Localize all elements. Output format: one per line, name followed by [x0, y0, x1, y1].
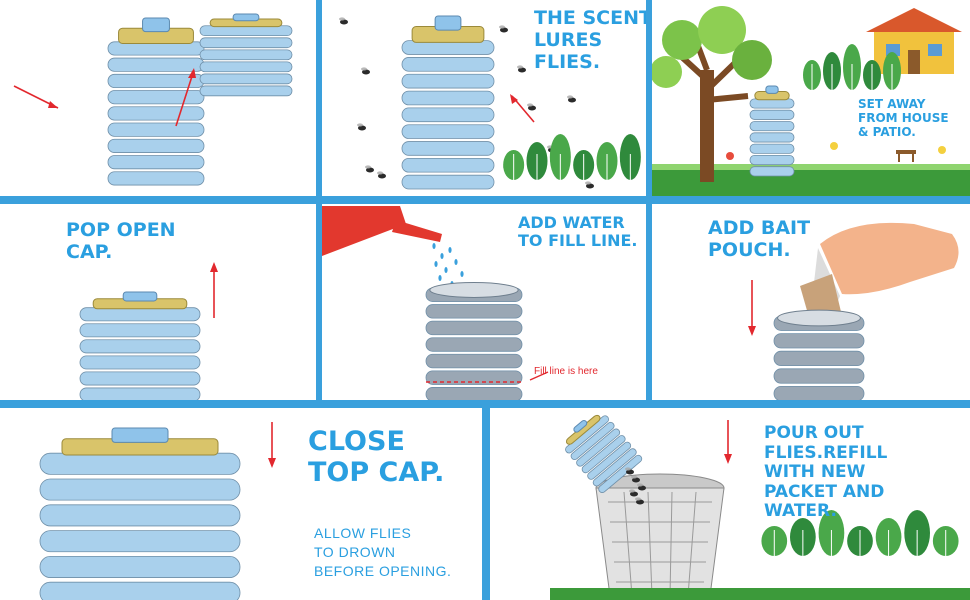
caption-pour-out-line: FLIES.REFILL	[764, 442, 888, 463]
arrow-icon	[175, 69, 195, 127]
tree-icon	[652, 6, 772, 182]
arrow-head-icon	[210, 262, 218, 272]
caption-add-water-line: ADD WATER	[518, 213, 625, 232]
bench-icon	[896, 150, 916, 162]
caption-close-cap-line: CLOSE	[308, 426, 405, 457]
caption-set-away-line: FROM HOUSE	[858, 110, 949, 125]
tree-row	[761, 510, 959, 564]
caption-pour-out-line: WITH NEW	[764, 462, 866, 483]
caption-scent-lures-line: LURES	[534, 28, 603, 51]
trash-can-icon	[595, 473, 725, 597]
trap-icon	[401, 15, 495, 190]
arrow-head-icon	[188, 68, 196, 78]
house-icon	[866, 8, 962, 74]
caption-add-bait-line: ADD BAIT	[708, 217, 811, 239]
arrow-head-icon	[724, 454, 732, 464]
close-cap-illustration	[39, 422, 276, 600]
caption-pop-open-cap-line: CAP.	[66, 240, 113, 263]
arrow-head-icon	[748, 326, 756, 336]
note-close-cap-line: BEFORE OPENING.	[314, 562, 452, 579]
caption-scent-lures-line: THE SCENT	[534, 7, 646, 29]
caption-pour-out-line: WATER.	[764, 501, 837, 522]
scent-lures-illustration	[339, 15, 641, 190]
arrow-icon	[529, 371, 549, 381]
arrow-head-icon	[510, 94, 518, 104]
caption-set-away-line: SET AWAY	[858, 97, 926, 111]
caption-pour-out-line: PACKET AND	[764, 481, 885, 502]
add-water-illustration	[322, 206, 549, 400]
caption-close-cap-line: TOP CAP.	[308, 457, 445, 489]
trap-icon	[773, 309, 865, 400]
trap-icon	[199, 13, 293, 97]
pour-out-illustration	[550, 414, 970, 600]
note-close-cap: ALLOW FLIES TO DROWN BEFORE OPENING.	[314, 524, 451, 581]
trap-icon	[39, 427, 241, 600]
caption-scent-lures-line: FLIES.	[534, 50, 601, 73]
set-away-illustration	[652, 6, 970, 196]
trap-icon	[79, 291, 201, 400]
caption-set-away-line: & PATIO.	[858, 124, 916, 139]
trap-icon	[425, 282, 523, 400]
caption-add-bait-line: POUCH.	[708, 238, 791, 261]
caption-add-water-line: TO FILL LINE.	[518, 231, 638, 251]
grass-bed	[550, 588, 970, 600]
grass-highlight	[652, 164, 970, 170]
flies-pouring	[625, 467, 646, 505]
tree-row	[803, 44, 901, 98]
grass-bed	[652, 168, 970, 196]
arrow-head-icon	[268, 458, 276, 468]
tree-row	[503, 134, 641, 188]
add-bait-illustration	[748, 222, 959, 400]
trap-icon	[107, 17, 205, 186]
trap-icon	[749, 85, 795, 177]
flower-icon	[726, 152, 734, 160]
watering-can-icon	[322, 206, 442, 256]
pop-open-cap-illustration	[79, 262, 218, 400]
flower-icon	[938, 146, 946, 154]
trap-components-illustration	[13, 13, 293, 186]
arrow-head-icon	[48, 101, 58, 108]
note-close-cap-line: ALLOW FLIES	[314, 525, 412, 541]
trap-icon	[565, 414, 643, 493]
note-close-cap-line: TO DROWN	[314, 543, 396, 560]
panel-trap-components	[0, 0, 316, 196]
caption-pour-out-line: POUR OUT	[764, 423, 864, 443]
fill-line-label: Fill line is here	[534, 366, 598, 377]
caption-pop-open-cap-line: POP OPEN	[66, 219, 176, 241]
flower-icon	[830, 142, 838, 150]
